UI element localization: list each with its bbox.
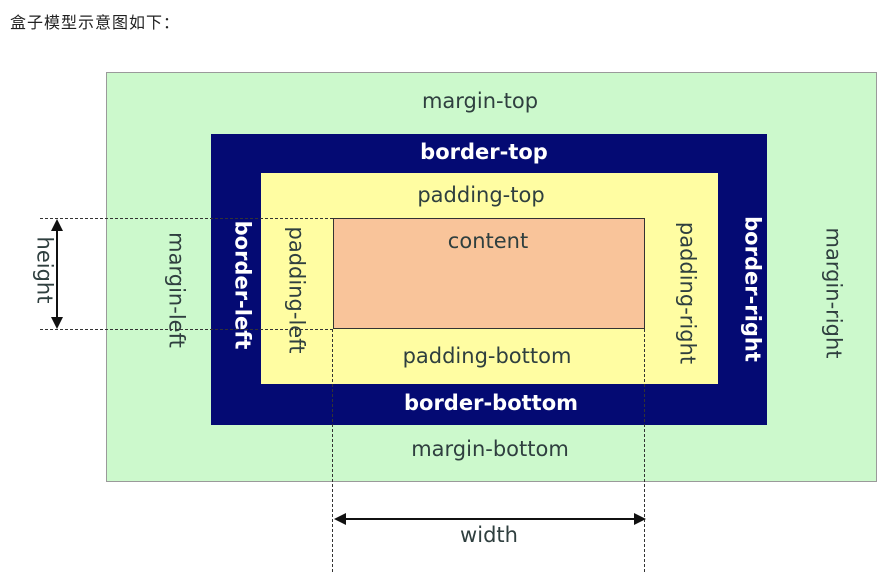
width-arrow-line [336, 518, 642, 520]
height-arrow-line [56, 222, 58, 326]
margin-right-label: margin-right [821, 227, 846, 359]
content-label: content [447, 229, 529, 253]
padding-right-label: padding-right [675, 221, 700, 365]
border-top-label: border-top [420, 140, 548, 164]
padding-bottom-label: padding-bottom [402, 344, 572, 368]
content-area [333, 218, 645, 329]
padding-left-label: padding-left [284, 226, 309, 354]
width-arrow-right-icon [634, 513, 646, 525]
page-heading: 盒子模型示意图如下： [10, 13, 181, 32]
border-right-label: border-right [740, 216, 765, 362]
height-arrow-down-icon [51, 317, 63, 329]
margin-bottom-label: margin-bottom [411, 437, 569, 461]
padding-top-label: padding-top [417, 183, 545, 207]
height-bottom-guide [40, 329, 333, 330]
width-arrow-left-icon [334, 513, 346, 525]
border-bottom-label: border-bottom [403, 391, 579, 415]
height-top-guide [40, 218, 333, 219]
border-left-label: border-left [230, 220, 255, 350]
width-right-guide [644, 329, 645, 572]
width-label: width [460, 523, 518, 547]
height-arrow-up-icon [51, 219, 63, 231]
margin-left-label: margin-left [164, 232, 189, 348]
width-left-guide [332, 329, 333, 572]
margin-top-label: margin-top [421, 89, 539, 113]
height-label: height [32, 236, 57, 304]
